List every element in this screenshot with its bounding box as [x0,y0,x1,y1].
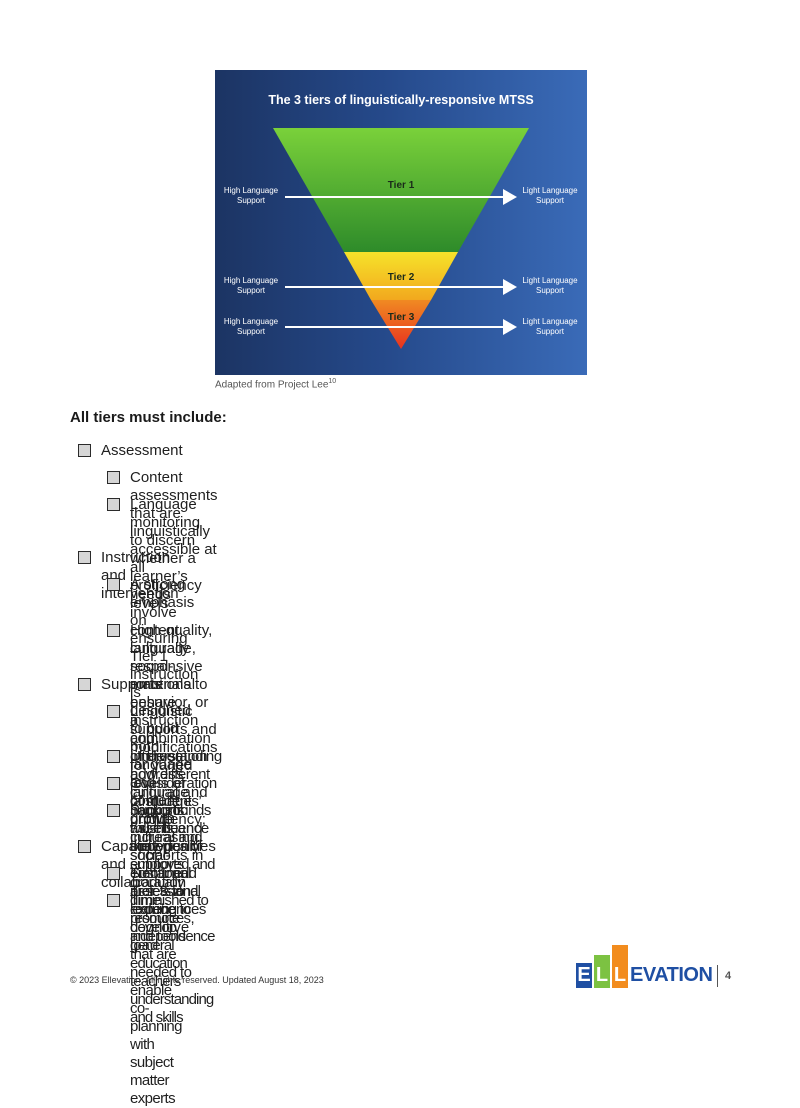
checkbox[interactable] [107,894,120,907]
checkbox[interactable] [107,804,120,817]
logo-letter-l2: L [612,945,628,988]
logo-divider [717,965,718,987]
checkbox[interactable] [107,578,120,591]
tier1-left-label: High Language Support [223,186,279,205]
checkbox[interactable] [78,551,91,564]
figure-caption: Adapted from Project Lee10 [215,378,337,391]
tier3-left-label: High Language Support [223,317,279,336]
checkbox[interactable] [107,624,120,637]
logo-wordmark: EVATION [630,964,713,986]
checkbox[interactable] [107,777,120,790]
mtss-figure: The 3 tiers of linguistically-responsive… [215,70,587,375]
logo-letter-l1: L [594,955,610,988]
tier3-band [371,300,431,349]
checkbox[interactable] [78,444,91,457]
tier-funnel-graphic [273,128,529,349]
checkbox[interactable] [78,840,91,853]
checkbox[interactable] [78,678,91,691]
checkbox[interactable] [107,471,120,484]
ellevation-logo: E L L EVATION 4 [575,945,755,995]
tier2-label: Tier 2 [387,272,415,283]
tier1-label: Tier 1 [387,180,415,191]
tier3-label: Tier 3 [387,312,415,323]
logo-letter-e: E [576,963,592,988]
checkbox[interactable] [107,750,120,763]
tier3-right-label: Light Language Support [522,317,578,336]
page-number: 4 [725,970,732,982]
figure-title: The 3 tiers of linguistically-responsive… [268,93,534,107]
tier2-left-label: High Language Support [223,276,279,295]
checkbox[interactable] [107,498,120,511]
copyright-footer: © 2023 Ellevation. All rights reserved. … [70,975,324,985]
checkbox[interactable] [107,867,120,880]
tier1-band [273,128,529,252]
checkbox[interactable] [107,705,120,718]
tier1-right-label: Light Language Support [522,186,578,205]
checklist-heading: All tiers must include: [70,409,227,426]
tier2-right-label: Light Language Support [522,276,578,295]
